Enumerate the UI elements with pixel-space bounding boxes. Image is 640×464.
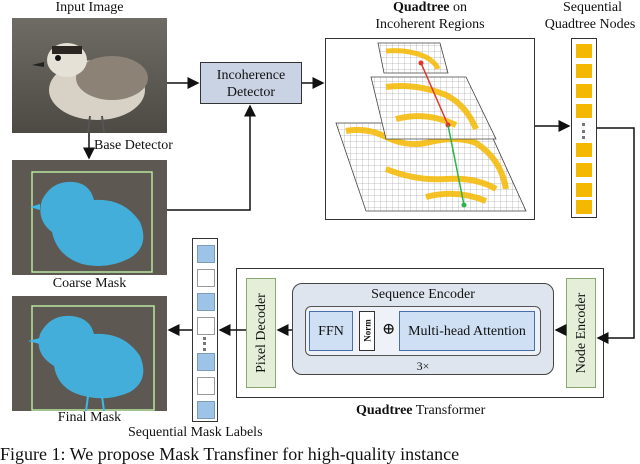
- sequence-encoder-box: Sequence Encoder FFN Norm ⊕ Multi-head A…: [292, 283, 554, 375]
- base-detector-label: Base Detector: [94, 138, 173, 153]
- node-cell: [576, 143, 592, 157]
- mha-label: Multi-head Attention: [408, 324, 526, 339]
- quadtree-transformer-label: Quadtree Transformer: [356, 404, 485, 418]
- quadtree-on: on: [449, 0, 467, 15]
- mask-label-cell: [197, 377, 215, 395]
- ffn-label: FFN: [318, 324, 344, 339]
- mask-label-ellipsis: [203, 337, 210, 351]
- node-encoder-box: Node Encoder: [566, 278, 596, 388]
- ffn-box: FFN: [309, 311, 353, 351]
- mask-label-cell: [197, 293, 215, 311]
- mask-label-sequence: [192, 238, 218, 422]
- input-image: [12, 18, 167, 133]
- node-cell: [576, 183, 592, 197]
- node-cell: [576, 64, 592, 78]
- quadtree-panel: [325, 38, 535, 220]
- quadtree-title: Quadtree on: [325, 1, 535, 15]
- node-cell: [576, 200, 592, 214]
- node-sequence: [571, 38, 597, 218]
- incoherence-detector-label-1: Incoherence: [216, 68, 286, 83]
- final-mask-image: [12, 296, 167, 411]
- final-mask-label: Final Mask: [57, 410, 122, 425]
- qt-transformer-rest: Transformer: [412, 403, 486, 418]
- quadtree-bold: Quadtree: [392, 0, 450, 15]
- qt-transformer-bold: Quadtree: [356, 403, 413, 418]
- incoherence-detector-box: Incoherence Detector: [200, 62, 302, 104]
- mask-label-cell: [197, 317, 215, 335]
- mask-label-cell: [197, 353, 215, 371]
- node-cell: [576, 104, 592, 118]
- repeat-label: 3×: [416, 359, 430, 373]
- residual-add-icon: ⊕: [382, 321, 396, 338]
- input-image-label: Input Image: [55, 0, 124, 15]
- incoherence-detector-label-2: Detector: [226, 85, 276, 100]
- pixel-decoder-label: Pixel Decoder: [254, 293, 269, 373]
- mask-label-cell: [197, 269, 215, 287]
- node-ellipsis: [582, 123, 589, 139]
- node-cell: [576, 44, 592, 58]
- norm-label: Norm: [362, 319, 373, 342]
- node-encoder-label: Node Encoder: [574, 292, 589, 374]
- node-cell: [576, 163, 592, 177]
- coarse-mask-image: [12, 160, 167, 275]
- incoherent-regions-label: Incoherent Regions: [375, 17, 485, 32]
- figure-caption: Figure 1: We propose Mask Transfiner for…: [0, 444, 460, 464]
- coarse-mask-label: Coarse Mask: [52, 276, 127, 291]
- mask-label-cell: [197, 401, 215, 419]
- sequence-encoder-label: Sequence Encoder: [371, 287, 475, 302]
- norm-box: Norm: [359, 311, 375, 351]
- quadtree-illustration: [335, 42, 527, 212]
- mha-box: Multi-head Attention: [399, 311, 535, 351]
- mask-label-cell: [197, 245, 215, 263]
- pixel-decoder-box: Pixel Decoder: [246, 278, 276, 388]
- node-cell: [576, 84, 592, 98]
- sequential-nodes-label-1: Sequential: [562, 0, 623, 15]
- sequential-mask-labels-label: Sequential Mask Labels: [128, 425, 263, 440]
- sequential-nodes-label-2: Quadtree Nodes: [544, 17, 636, 32]
